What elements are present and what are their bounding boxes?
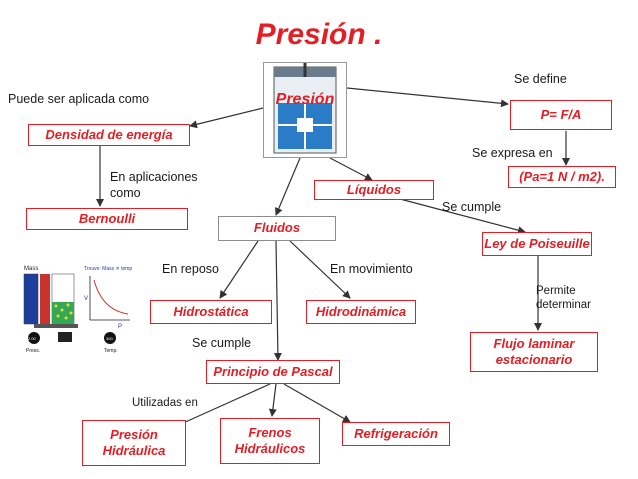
label-en-reposo: En reposo [162,262,219,276]
label-puede: Puede ser aplicada como [8,92,150,106]
gauge-left-value: 2.00 [28,336,37,341]
pa-box: (Pa=1 N / m2). [508,166,616,188]
press-label: Press. [26,348,40,354]
page-title: Presión . [255,18,383,51]
label-se-cumple-right: Se cumple [442,200,502,214]
pressure-figure: Presión [263,62,347,158]
hidrostatica-box: Hidrostática [150,300,272,324]
label-se-expresa: Se expresa en [472,146,553,160]
hidrodinamica-box: Hidrodinámica [306,300,416,324]
liquidos-box: Líquidos [314,180,434,200]
fluidos-box: Fluidos [218,216,336,241]
temp-label: Temp. [104,348,118,354]
label-se-define: Se define [514,72,567,86]
gauge-right-value: 300 [106,336,113,341]
trouve-label: Trouve: Mass ✕ temp [84,266,132,272]
pfa-box: P= F/A [510,100,612,130]
label-en-movimiento: En movimiento [330,262,413,276]
presion-hidraulica-box: Presión Hidráulica [82,420,186,466]
label-utilizadas: Utilizadas en [132,397,198,409]
pascal-box: Principio de Pascal [206,360,340,384]
mass-label: Mass [24,266,38,272]
piston-icon [273,63,337,154]
poiseuille-box: Ley de Poiseuille [482,232,592,256]
center-label: Presión [275,91,335,108]
gas-law-figure: Mass Trouve: Mass ✕ temp V P Press. Temp… [22,262,134,354]
frenos-box: Frenos Hidráulicos [220,418,320,464]
refrigeracion-box: Refrigeración [342,422,450,446]
v-label: V [84,296,88,302]
flujo-box: Flujo laminar estacionario [470,332,598,372]
label-permite: Permite determinar [536,285,591,312]
densidad-box: Densidad de energía [28,124,190,146]
label-en-aplicaciones: En aplicaciones como [110,170,198,200]
bernoulli-box: Bernoulli [26,208,188,230]
label-se-cumple-mid: Se cumple [192,336,252,350]
p-label: P [118,324,122,330]
